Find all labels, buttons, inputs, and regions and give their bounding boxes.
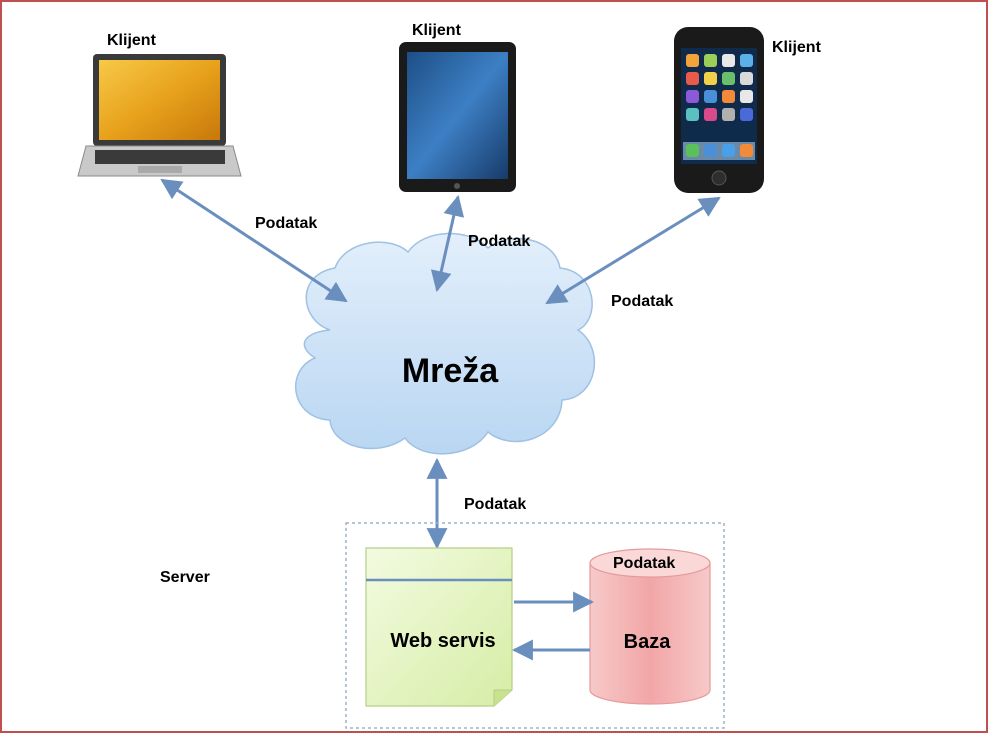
link-laptop-arrow — [160, 178, 348, 303]
tablet-icon — [399, 42, 516, 192]
link-phone-arrow — [545, 196, 721, 305]
server-label: Server — [160, 569, 210, 586]
link-label-server: Podatak — [464, 496, 526, 513]
client-label-laptop: Klijent — [107, 32, 157, 49]
web-service-box — [365, 547, 513, 707]
client-label-phone: Klijent — [772, 39, 822, 56]
client-label-tablet: Klijent — [412, 22, 462, 39]
database-top-label: Podatak — [613, 555, 675, 572]
web-service-label: Web servis — [390, 630, 495, 652]
database-label: Baza — [624, 631, 672, 653]
link-label-tablet: Podatak — [468, 233, 530, 250]
database-cylinder — [589, 548, 711, 705]
link-label-phone: Podatak — [611, 293, 673, 310]
network-label: Mreža — [402, 352, 499, 390]
smartphone-icon — [674, 27, 764, 193]
link-tablet-arrow — [430, 194, 465, 293]
server-boundary — [345, 522, 725, 729]
link-label-laptop: Podatak — [255, 215, 317, 232]
network-cloud — [295, 232, 595, 455]
laptop-icon — [77, 54, 242, 177]
